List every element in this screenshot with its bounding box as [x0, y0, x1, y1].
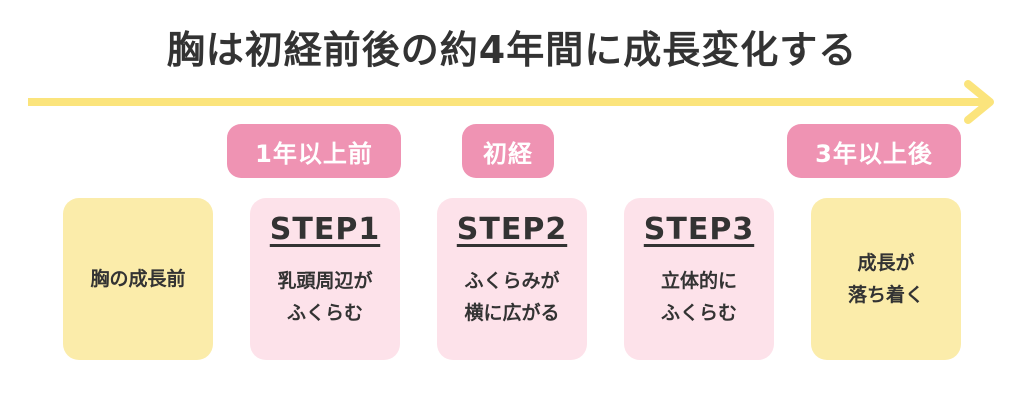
stage-card-step3: STEP3 立体的に ふくらむ [624, 198, 774, 360]
page-title: 胸は初経前後の約4年間に成長変化する [166, 28, 858, 72]
stage-text: 立体的に ふくらむ [660, 270, 737, 324]
step-label: STEP1 [269, 212, 381, 247]
stage-text: ふくらみが 横に広がる [464, 270, 560, 324]
stage-text: 乳頭周辺が ふくらむ [277, 270, 373, 324]
timeline-arrow [28, 80, 994, 124]
badge-menarche: 初経 [462, 124, 554, 178]
stage-card-step2: STEP2 ふくらみが 横に広がる [437, 198, 587, 360]
stage-card-step1: STEP1 乳頭周辺が ふくらむ [250, 198, 400, 360]
stage-card-before-growth: 胸の成長前 [63, 198, 213, 360]
step-label: STEP3 [643, 212, 755, 247]
badge-1-year-before: 1年以上前 [227, 124, 401, 178]
step-label: STEP2 [456, 212, 568, 247]
stage-text: 胸の成長前 [90, 268, 186, 290]
stage-text: 成長が 落ち着く [847, 252, 924, 306]
stage-card-growth-settles: 成長が 落ち着く [811, 198, 961, 360]
badge-3-years-after: 3年以上後 [787, 124, 961, 178]
